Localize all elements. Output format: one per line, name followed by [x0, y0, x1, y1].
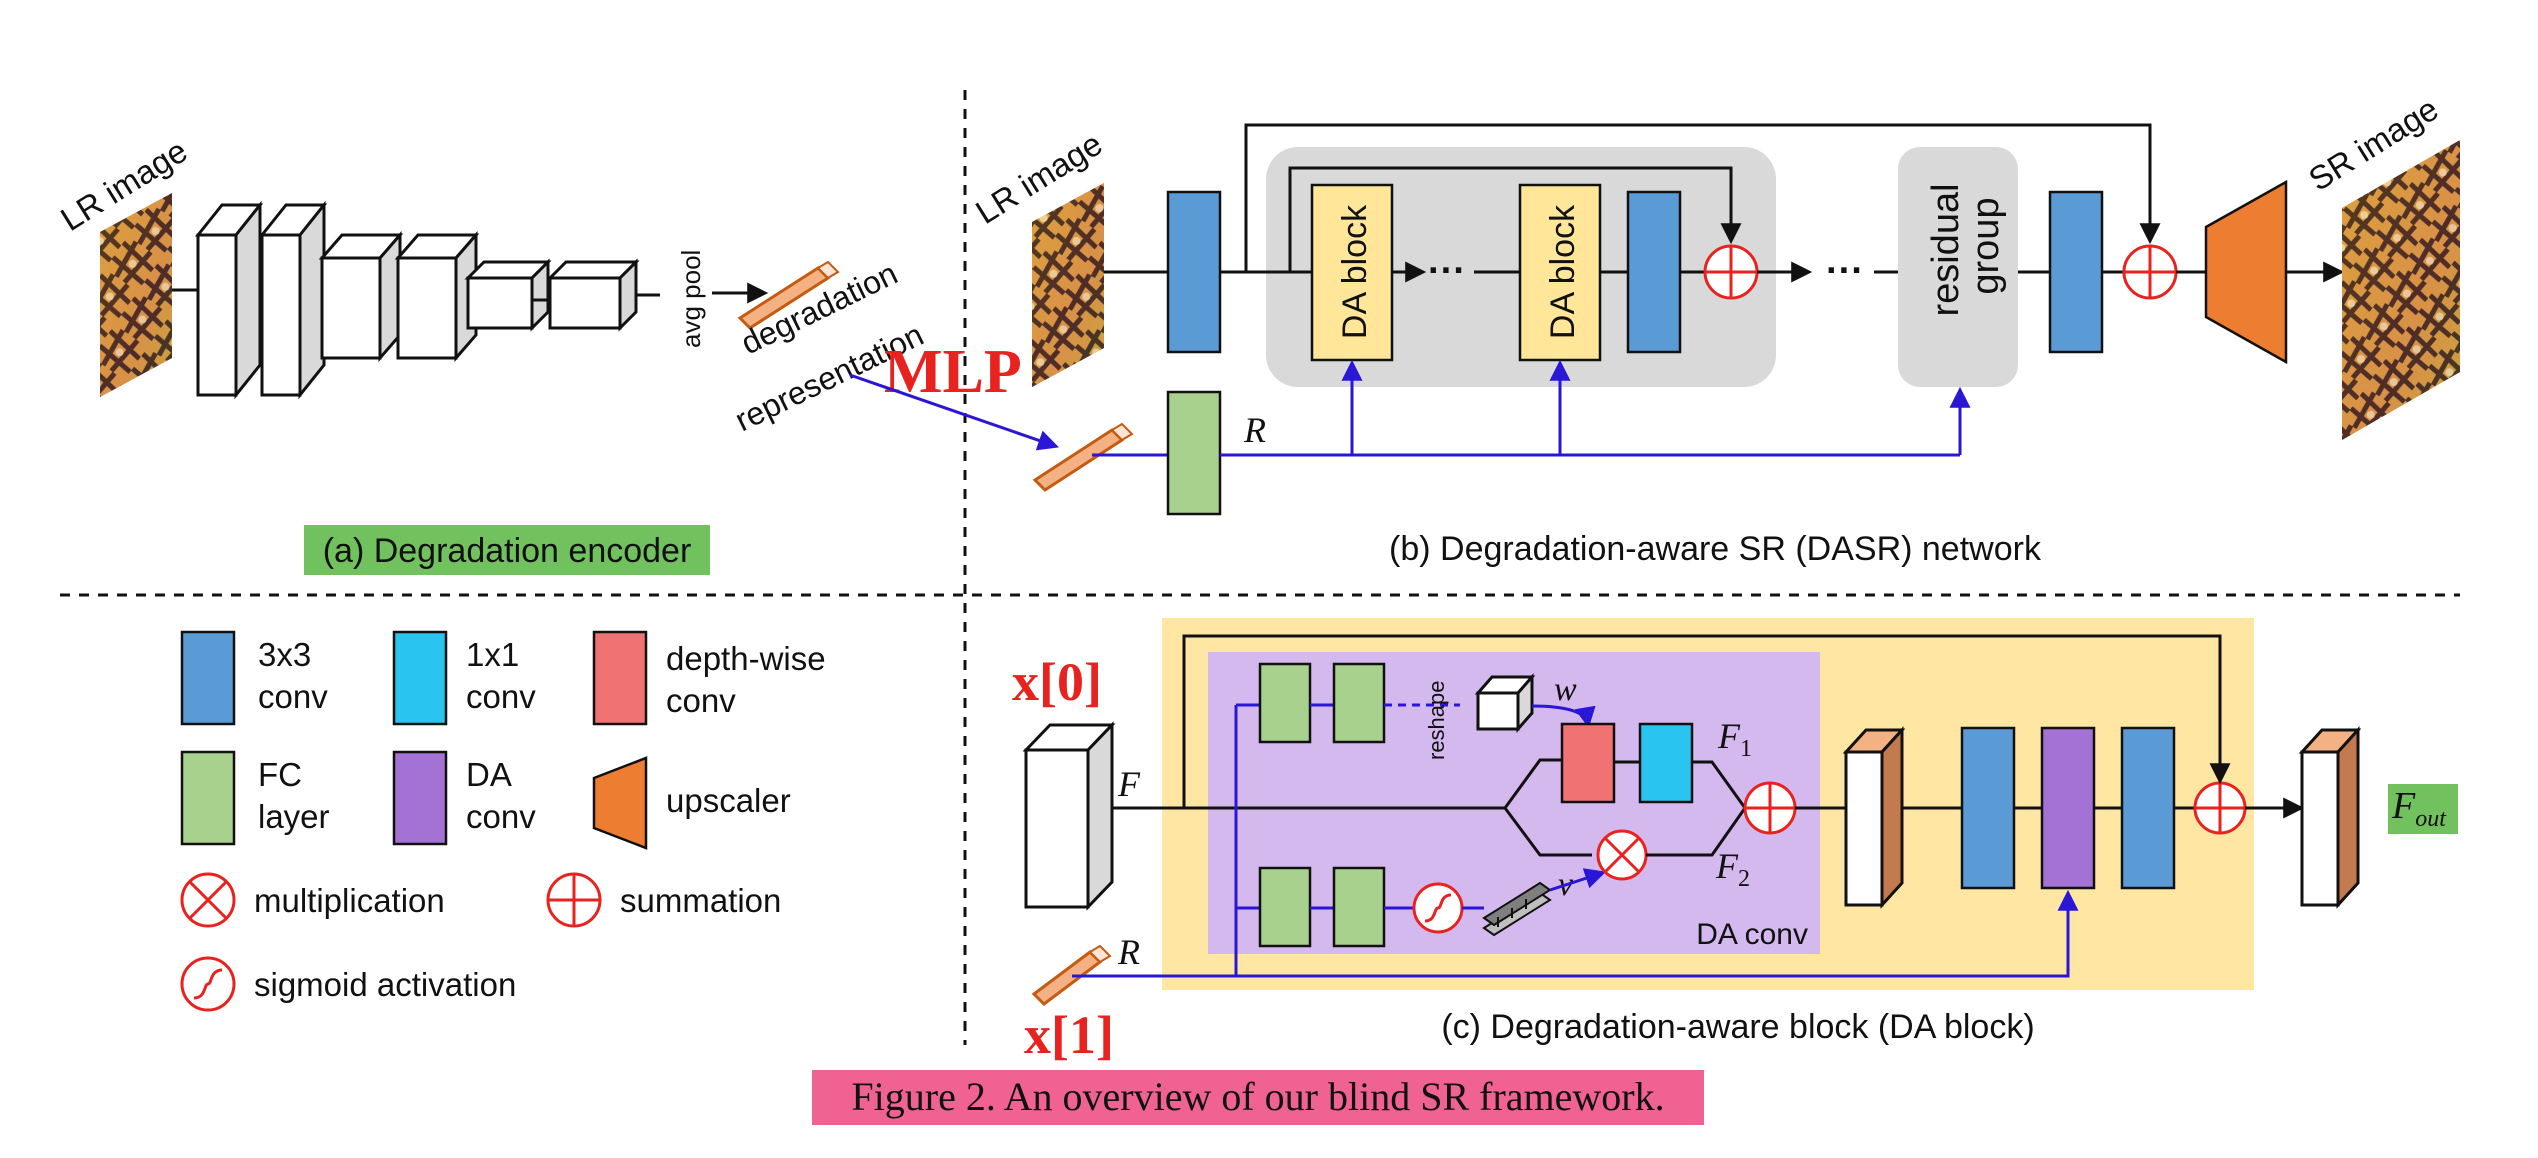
- panel-c-title: (c) Degradation-aware block (DA block): [1441, 1008, 2034, 1046]
- panel-a-degradation-encoder: LR image: [54, 132, 1059, 575]
- residual-group-last: [1898, 147, 2018, 387]
- legend-daconv-l1: DA: [466, 756, 512, 793]
- mlp-arrow: [849, 373, 1059, 451]
- legend-depthwise-swatch: [592, 630, 648, 726]
- depthwise-conv: [1560, 722, 1616, 804]
- multiplication-icon: [180, 872, 236, 928]
- f-label: F: [1117, 764, 1141, 804]
- fc-lower-1: [1258, 866, 1312, 948]
- encoder-conv-block-3: [318, 230, 404, 363]
- legend-fc-swatch: [180, 750, 236, 846]
- panel-c-da-block: DA conv x[0] x[1] F reshape w F1: [1012, 618, 2458, 1065]
- avg-pool-label: avg pool: [676, 250, 706, 348]
- w-label: w: [1554, 671, 1577, 708]
- legend-daconv-l2: conv: [466, 798, 536, 835]
- group-tail-conv: [1626, 190, 1682, 354]
- residual-group-label-2: group: [1965, 197, 2007, 294]
- r-label-b: R: [1243, 410, 1266, 450]
- summation-group: [1703, 244, 1759, 300]
- encoder-conv-block-1: [194, 200, 264, 400]
- da-block-1-label: DA block: [1336, 204, 1374, 339]
- legend-daconv-swatch: [392, 750, 448, 846]
- output-feature: [2298, 726, 2362, 909]
- dots-2: ···: [1826, 250, 1864, 292]
- intermediate-feature: [1842, 726, 1906, 909]
- panel-a-title-bg: [304, 525, 710, 575]
- fout-tag-bg: [2388, 784, 2458, 834]
- legend-multiplication: multiplication: [254, 882, 445, 919]
- lr-image-b: [1032, 183, 1104, 387]
- degradation-representation-b: [1032, 422, 1134, 492]
- sr-image: [2342, 140, 2460, 440]
- caption-bg: [812, 1070, 1704, 1125]
- da-block-2: [1518, 183, 1602, 362]
- mlp-label: MLP: [884, 338, 1022, 406]
- figure-caption: Figure 2. An overview of our blind SR fr…: [851, 1074, 1664, 1119]
- legend-conv3-swatch: [180, 630, 236, 726]
- sigmoid-node: [1412, 882, 1464, 934]
- x1-label: x[1]: [1024, 1005, 1114, 1065]
- legend-conv1-l2: conv: [466, 678, 536, 715]
- legend-conv1-swatch: [392, 630, 448, 726]
- legend-upscaler: upscaler: [666, 782, 791, 819]
- encoder-conv-block-6: [546, 258, 640, 332]
- f1-label: F1: [1717, 716, 1752, 762]
- body-tail-conv: [2048, 190, 2104, 354]
- fc-upper-1: [1258, 662, 1312, 744]
- panel-a-title: (a) Degradation encoder: [323, 532, 692, 570]
- fc-upper-2: [1332, 662, 1386, 744]
- summation-icon: [546, 872, 602, 928]
- legend-conv3-l1: 3x3: [258, 636, 311, 673]
- multiplication-node: [1596, 829, 1648, 881]
- legend-summation: summation: [620, 882, 781, 919]
- da-block-conv-2: [2120, 726, 2176, 890]
- fc-lower-2: [1332, 866, 1386, 948]
- legend-upscaler-swatch: [592, 756, 648, 850]
- legend-conv3-l2: conv: [258, 678, 328, 715]
- degradation-representation-c: [1031, 944, 1112, 1006]
- f2-label: F2: [1715, 846, 1750, 892]
- summation-global: [2122, 244, 2178, 300]
- legend: 3x3 conv 1x1 conv depth-wise conv FC lay…: [180, 630, 826, 1012]
- dots-1: ···: [1428, 250, 1466, 292]
- reshape-label: reshape: [1424, 680, 1449, 760]
- da-conv-label: DA conv: [1696, 918, 1808, 951]
- legend-depthwise-l2: conv: [666, 682, 736, 719]
- pointwise-conv: [1638, 722, 1694, 804]
- legend-sigmoid: sigmoid activation: [254, 966, 516, 1003]
- kernel-cube-w: [1474, 673, 1536, 733]
- panel-b-title: (b) Degradation-aware SR (DASR) network: [1389, 530, 2042, 568]
- sigmoid-icon: [180, 956, 236, 1012]
- lr-image-a: [100, 193, 172, 397]
- residual-group-label-1: residual: [1925, 183, 1967, 316]
- da-block-conv-1: [1960, 726, 2016, 890]
- fc-layer-b: [1166, 390, 1222, 516]
- encoder-conv-block-2: [258, 200, 328, 400]
- summation-da-conv: [1743, 781, 1797, 835]
- da-block-2-label: DA block: [1544, 204, 1582, 339]
- head-conv: [1166, 190, 1222, 354]
- legend-depthwise-l1: depth-wise: [666, 640, 826, 677]
- legend-fc-l1: FC: [258, 756, 302, 793]
- legend-fc-l2: layer: [258, 798, 330, 835]
- r-label-c: R: [1117, 932, 1140, 972]
- degradation-representation-bar: [737, 260, 840, 330]
- upscaler: [2204, 179, 2288, 365]
- encoder-conv-block-5: [464, 258, 552, 332]
- encoder-conv-block-4: [394, 230, 480, 363]
- x0-label: x[0]: [1012, 652, 1102, 712]
- input-feature-f: [1022, 721, 1116, 911]
- summation-da-block: [2193, 781, 2247, 835]
- da-conv-block-2: [2040, 726, 2096, 890]
- panel-b-dasr-network: LR image DA block ··· DA block ···: [969, 90, 2460, 568]
- fout-label: Fout: [2391, 785, 2447, 832]
- legend-conv1-l1: 1x1: [466, 636, 519, 673]
